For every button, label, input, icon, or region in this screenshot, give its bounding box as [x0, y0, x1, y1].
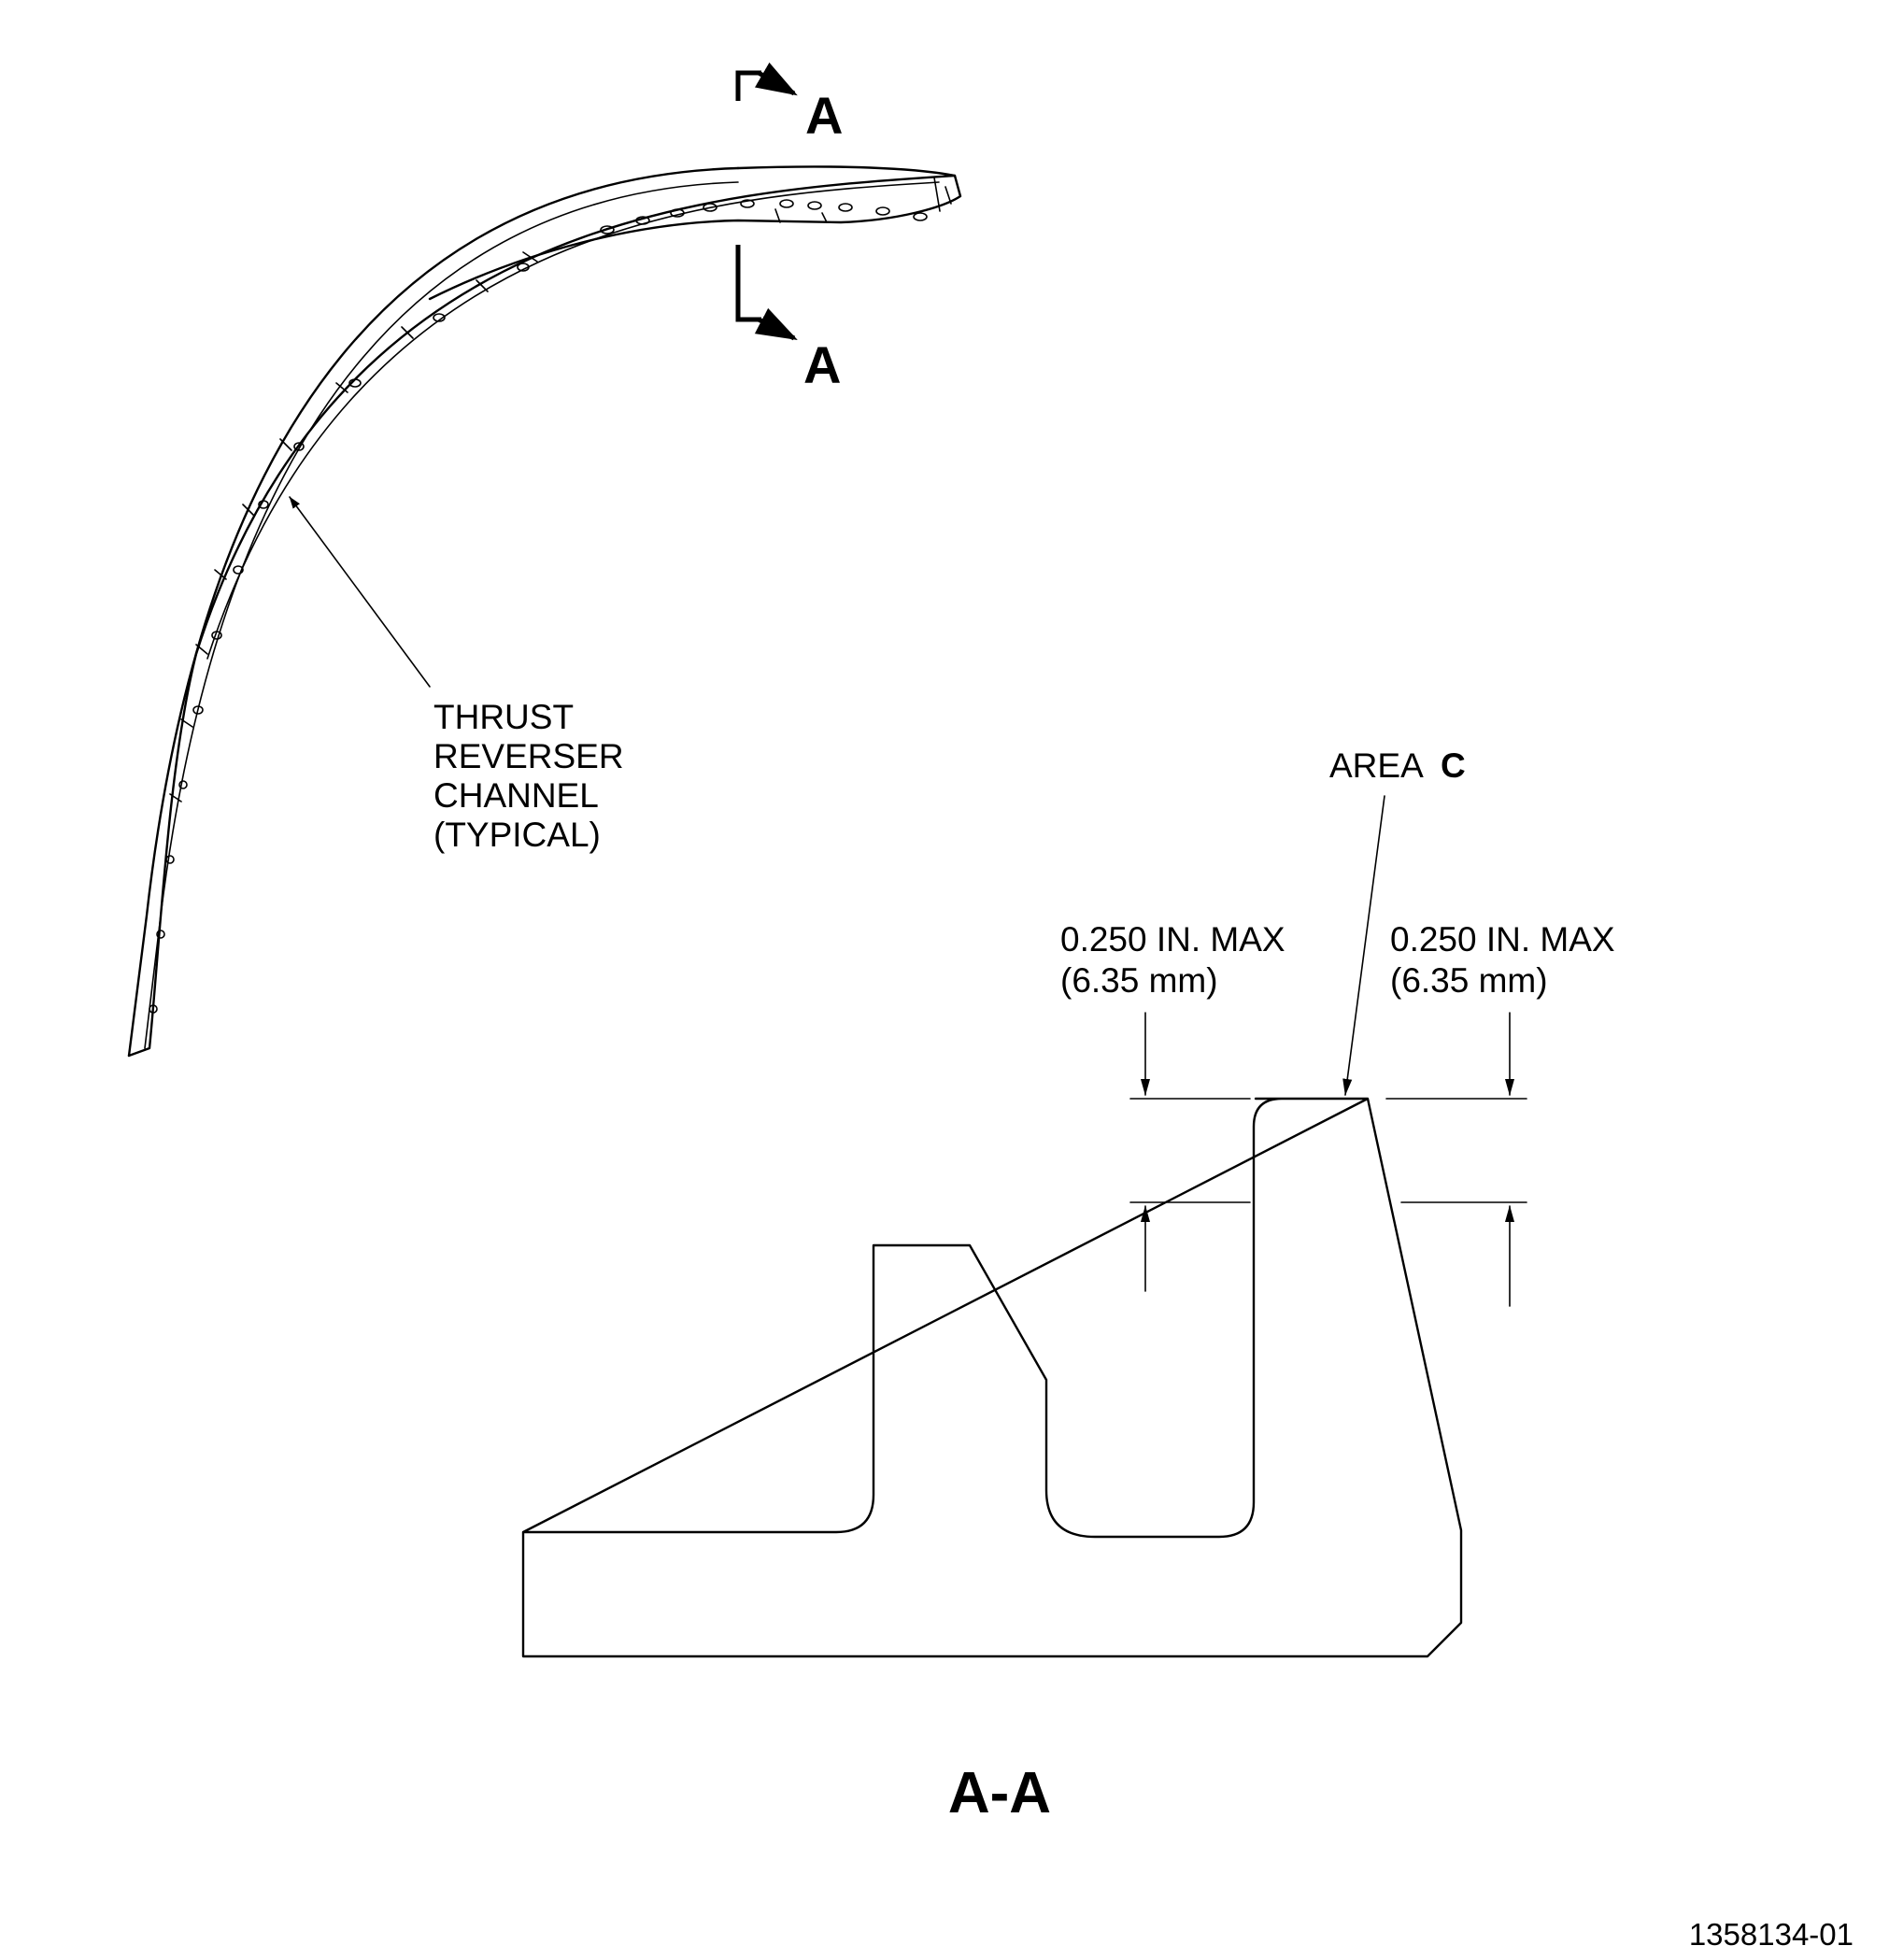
thrust-reverser-channel: [127, 165, 962, 1058]
callout-line-3: CHANNEL: [433, 776, 599, 815]
left-dimension-metric: (6.35 mm): [1060, 961, 1218, 1000]
section-a-a-profile: [521, 1097, 1463, 1658]
channel-slot-holes: [149, 199, 928, 1014]
right-dimension-metric: (6.35 mm): [1390, 961, 1548, 1000]
callout-line-1: THRUST: [433, 698, 574, 736]
callout-line-2: REVERSER: [433, 737, 624, 775]
left-dimension: 0.250 IN. MAX (6.35 mm): [1060, 920, 1285, 1292]
area-c-letter: C: [1441, 746, 1466, 785]
section-letter-bottom: A: [803, 335, 841, 394]
area-c-prefix: AREA: [1329, 746, 1424, 785]
left-dimension-imperial: 0.250 IN. MAX: [1060, 920, 1285, 959]
section-letter-top: A: [805, 86, 843, 145]
thrust-reverser-callout: THRUST REVERSER CHANNEL (TYPICAL): [289, 496, 624, 854]
area-c-callout: AREA C: [1329, 746, 1466, 1096]
right-dimension: 0.250 IN. MAX (6.35 mm): [1385, 920, 1615, 1307]
callout-line-4: (TYPICAL): [433, 816, 601, 854]
section-cut-marker: A A: [735, 62, 843, 394]
area-c-label: AREA C: [1329, 746, 1466, 785]
figure-id: 1358134-01: [1689, 1917, 1853, 1952]
section-view-title: A-A: [948, 1761, 1051, 1825]
right-dimension-imperial: 0.250 IN. MAX: [1390, 920, 1615, 959]
